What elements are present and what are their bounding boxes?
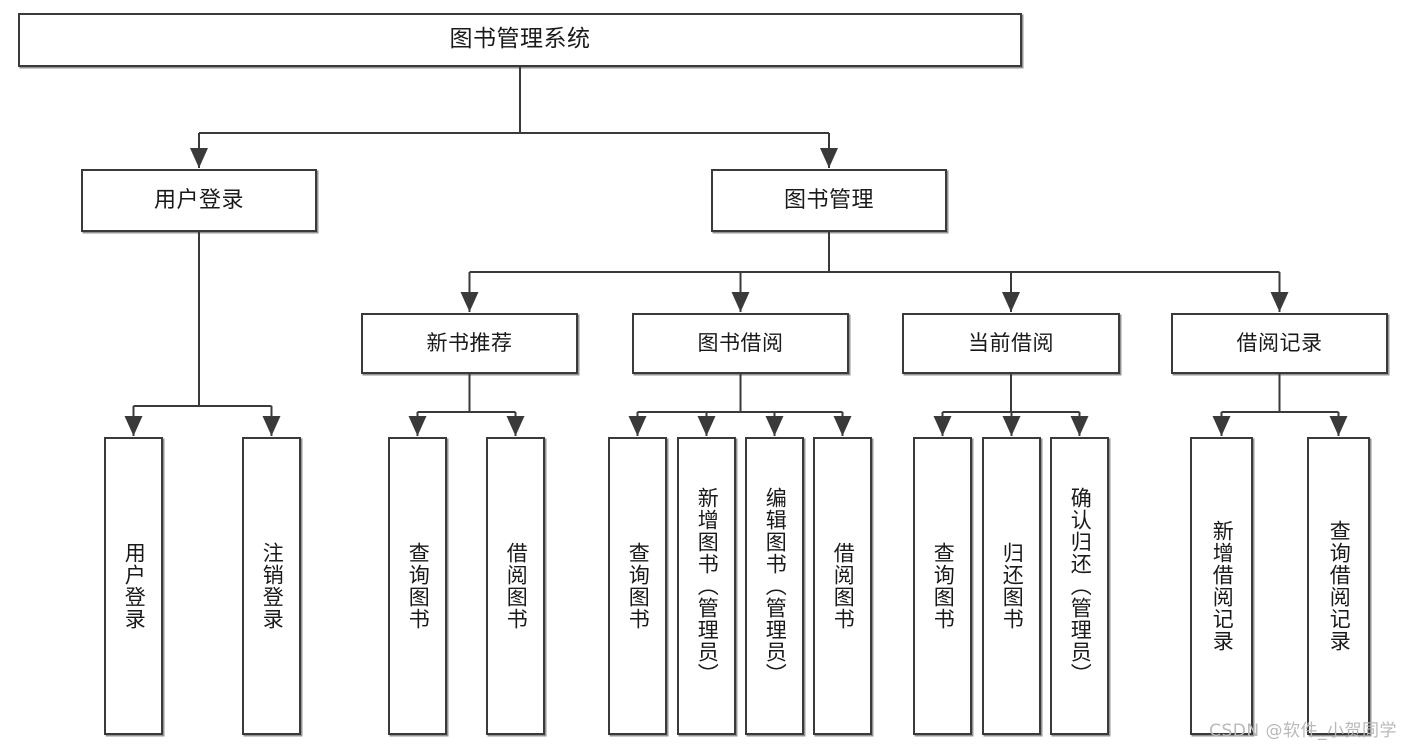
node-bb-edit-book[interactable]: 编辑图书（管理员）: [745, 437, 804, 735]
node-bb-borrow-book[interactable]: 借阅图书: [813, 437, 872, 735]
node-label: 用户登录: [153, 187, 244, 213]
node-book-management[interactable]: 图书管理: [711, 169, 947, 232]
node-label: 确认归还（管理员）: [1068, 487, 1093, 685]
node-label: 图书借阅: [697, 331, 784, 356]
node-user-login-do[interactable]: 用户登录: [104, 437, 163, 735]
node-cb-return-book[interactable]: 归还图书: [982, 437, 1041, 735]
node-label: 查询借阅记录: [1327, 520, 1352, 652]
node-current-borrow[interactable]: 当前借阅: [902, 313, 1120, 374]
node-label: 新增图书（管理员）: [695, 487, 720, 685]
node-label: 新书推荐: [426, 331, 513, 356]
node-label: 查询图书: [406, 542, 431, 630]
node-root[interactable]: 图书管理系统: [18, 13, 1022, 67]
node-label: 借阅图书: [504, 542, 529, 630]
node-label: 查询图书: [626, 542, 651, 630]
node-label: 编辑图书（管理员）: [763, 487, 788, 685]
node-label: 借阅图书: [831, 542, 856, 630]
node-user-logout[interactable]: 注销登录: [242, 437, 301, 735]
node-label: 借阅记录: [1236, 331, 1323, 356]
node-label: 用户登录: [122, 542, 147, 630]
node-label: 新增借阅记录: [1210, 520, 1235, 652]
node-br-query-record[interactable]: 查询借阅记录: [1307, 437, 1370, 735]
node-label: 图书管理: [783, 187, 874, 213]
node-br-add-record[interactable]: 新增借阅记录: [1190, 437, 1253, 735]
node-bb-add-book[interactable]: 新增图书（管理员）: [677, 437, 736, 735]
node-bb-query-book[interactable]: 查询图书: [608, 437, 667, 735]
node-label: 图书管理系统: [449, 26, 591, 53]
node-label: 注销登录: [260, 542, 285, 630]
node-borrow-records[interactable]: 借阅记录: [1171, 313, 1388, 374]
node-nbr-borrow-book[interactable]: 借阅图书: [486, 437, 545, 735]
node-new-book-recommend[interactable]: 新书推荐: [361, 313, 578, 374]
node-cb-query-book[interactable]: 查询图书: [913, 437, 972, 735]
node-cb-confirm-return[interactable]: 确认归还（管理员）: [1050, 437, 1109, 735]
node-book-borrow[interactable]: 图书借阅: [632, 313, 849, 374]
node-label: 归还图书: [1000, 542, 1025, 630]
node-user-login[interactable]: 用户登录: [81, 169, 317, 232]
node-nbr-query-book[interactable]: 查询图书: [388, 437, 447, 735]
node-label: 当前借阅: [968, 331, 1054, 356]
csdn-watermark: CSDN @软件_小贺同学: [1209, 721, 1397, 741]
node-label: 查询图书: [931, 542, 956, 630]
